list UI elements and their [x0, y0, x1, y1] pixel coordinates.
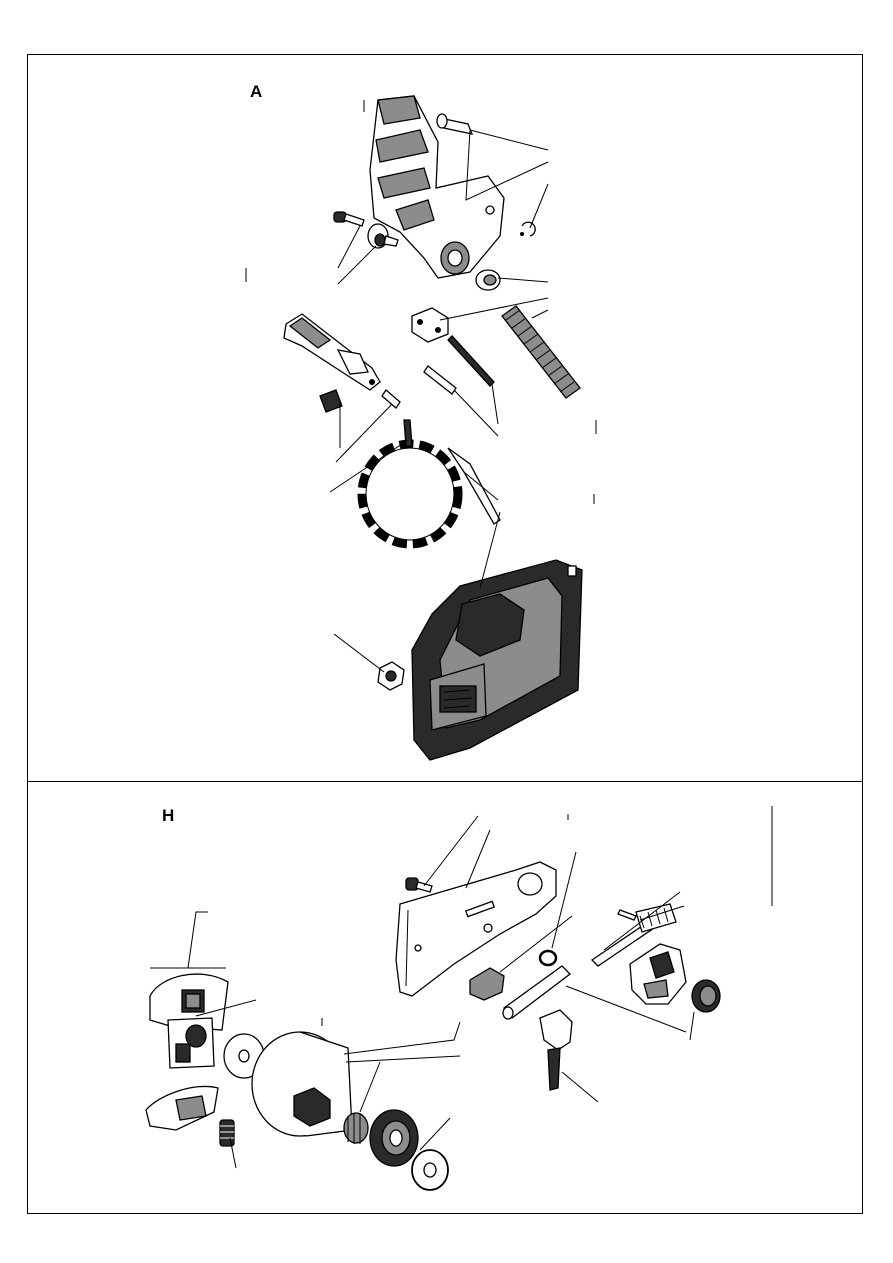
pivot-pin	[436, 113, 474, 135]
guide-pin	[502, 965, 571, 1020]
panel-h-drawing	[145, 806, 773, 1191]
bushing-left	[367, 223, 399, 249]
threaded-nut	[691, 979, 721, 1013]
panel-h-label: H	[162, 806, 175, 825]
tension-lever	[539, 1009, 573, 1091]
small-washer	[538, 949, 558, 967]
pump-housing	[629, 943, 687, 1005]
panel-a-drawing	[245, 95, 597, 761]
adjusting-screw	[590, 903, 677, 967]
page-frame	[27, 54, 863, 1214]
panel-a-label: A	[250, 82, 263, 101]
panel-divider	[27, 781, 863, 782]
clutch-shoe-upper	[149, 973, 229, 1069]
leader-lines-h	[150, 806, 773, 1169]
lever-spring	[319, 389, 343, 413]
spacer	[475, 269, 501, 291]
needle-bearing	[343, 1112, 369, 1144]
brake-lever	[283, 313, 381, 391]
end-washer	[411, 1149, 449, 1191]
brake-band	[357, 419, 501, 549]
lever-pin	[381, 389, 401, 409]
clutch-spring	[219, 1119, 235, 1147]
brake-spring	[501, 305, 581, 399]
sprocket-rim	[369, 1109, 419, 1167]
clutch-drum	[251, 1031, 353, 1137]
small-pin	[423, 365, 457, 395]
side-plate	[395, 861, 557, 997]
leader-lines-a	[245, 100, 597, 673]
brake-block	[411, 307, 449, 343]
screw-left	[333, 211, 365, 227]
brake-bracket	[369, 95, 505, 279]
clutch-shoe-lower	[145, 1085, 219, 1131]
plate-bolt	[405, 877, 433, 893]
clutch-cover	[411, 559, 583, 761]
tensioner-block	[469, 967, 505, 1001]
bar-nut	[377, 661, 405, 691]
rod-spring	[447, 335, 495, 387]
retaining-clip	[520, 221, 536, 237]
